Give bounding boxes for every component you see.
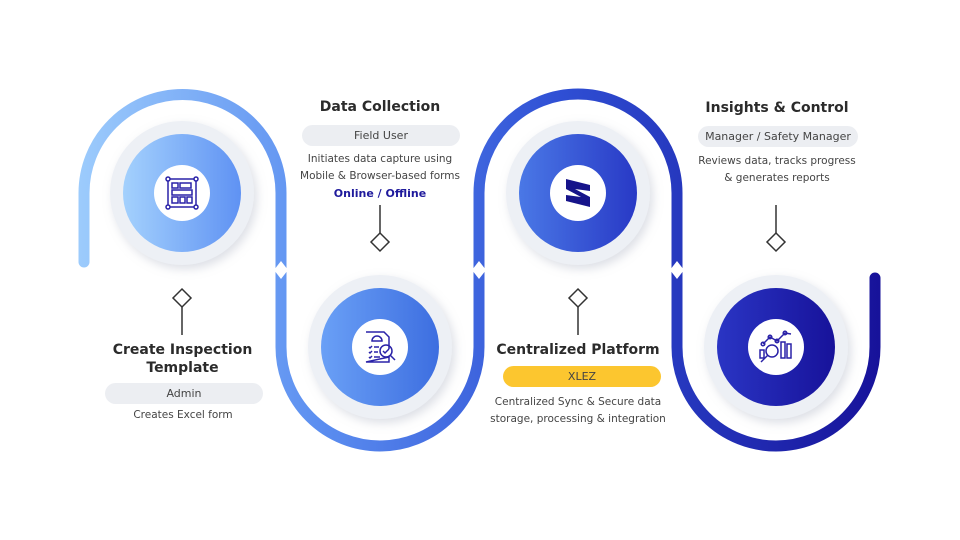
step-4-title: Insights & Control	[705, 100, 849, 116]
online-offline-highlight: Online / Offline	[333, 187, 427, 200]
step-2-role-pill: Field User	[302, 125, 460, 146]
junction-diamonds	[274, 261, 684, 279]
step-2-description-line2: Mobile & Browser-based forms	[300, 170, 460, 182]
step-3-description-line1: Centralized Sync & Secure data	[494, 396, 662, 408]
step-2-description-line1: Initiates data capture using	[307, 153, 453, 165]
xlez-logo-icon	[550, 165, 606, 221]
step-4-description-line2: & generates reports	[724, 172, 830, 184]
step-1-title: Create Inspection Template	[100, 341, 265, 377]
connector-markers	[171, 205, 787, 335]
form-template-icon	[154, 165, 210, 221]
analytics-icon	[748, 319, 804, 375]
step-1-title-line2: Template	[146, 360, 219, 376]
step-1-description: Creates Excel form	[133, 409, 233, 421]
step-3-title: Centralized Platform	[496, 342, 660, 358]
step-3-description-line2: storage, processing & integration	[490, 413, 666, 425]
step-4-role-pill: Manager / Safety Manager	[698, 126, 858, 147]
inspection-document-icon	[352, 319, 408, 375]
step-1-role-pill: Admin	[105, 383, 263, 404]
step-2-title: Data Collection	[319, 99, 441, 115]
step-4-description-line1: Reviews data, tracks progress	[698, 155, 856, 167]
step-1-title-line1: Create Inspection	[112, 342, 253, 358]
step-3-platform-pill: XLEZ	[503, 366, 661, 387]
